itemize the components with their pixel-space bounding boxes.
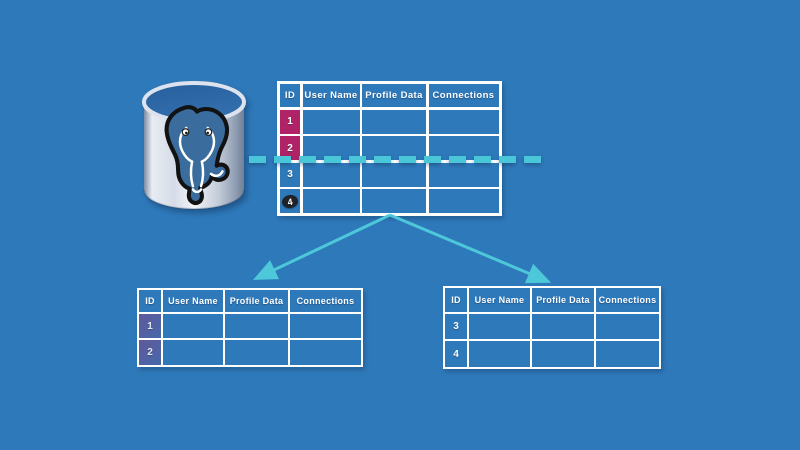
left-id-2-label: 2 xyxy=(147,347,153,358)
empty-cell xyxy=(428,109,499,134)
empty-cell xyxy=(290,314,361,338)
right-id-cell-3: 3 xyxy=(445,314,467,339)
shard-table-2: ID User Name Profile Data Connections 3 … xyxy=(443,286,661,369)
empty-cell xyxy=(302,109,360,134)
postgresql-database-icon xyxy=(142,81,246,210)
main-id-cell-2: 2 xyxy=(280,136,300,160)
empty-cell xyxy=(163,314,223,338)
empty-cell xyxy=(469,314,530,339)
left-id-cell-1: 1 xyxy=(139,314,161,338)
source-table: ID User Name Profile Data Connections 1 … xyxy=(277,81,502,216)
empty-cell xyxy=(290,340,361,365)
left-id-cell-2: 2 xyxy=(139,340,161,365)
main-id-cell-4: 4 xyxy=(280,189,300,213)
empty-cell xyxy=(532,341,594,367)
left-header-username: User Name xyxy=(163,290,223,312)
empty-cell xyxy=(163,340,223,365)
right-header-id: ID xyxy=(445,288,467,312)
partition-dashed-line-icon xyxy=(249,156,541,163)
shard-split-arrows-icon xyxy=(252,213,552,284)
left-header-id: ID xyxy=(139,290,161,312)
main-header-id: ID xyxy=(280,84,300,107)
right-header-profiledata: Profile Data xyxy=(532,288,594,312)
empty-cell xyxy=(362,109,426,134)
empty-cell xyxy=(302,162,360,187)
main-header-connections: Connections xyxy=(428,84,499,107)
empty-cell xyxy=(225,340,288,365)
empty-cell xyxy=(428,162,499,187)
main-id-cell-3: 3 xyxy=(280,162,300,187)
right-id-cell-4: 4 xyxy=(445,341,467,367)
empty-cell xyxy=(225,314,288,338)
shard-table-1: ID User Name Profile Data Connections 1 … xyxy=(137,288,363,367)
empty-cell xyxy=(596,314,659,339)
main-header-profiledata: Profile Data xyxy=(362,84,426,107)
empty-cell xyxy=(362,162,426,187)
empty-cell xyxy=(362,189,426,213)
empty-cell xyxy=(302,189,360,213)
empty-cell xyxy=(596,341,659,367)
left-header-profiledata: Profile Data xyxy=(225,290,288,312)
main-id-cell-1: 1 xyxy=(280,109,300,134)
main-header-username: User Name xyxy=(302,84,360,107)
left-id-1-label: 1 xyxy=(147,320,153,332)
postgresql-elephant-icon xyxy=(164,105,230,206)
row4-dark-badge: 4 xyxy=(280,193,300,209)
empty-cell xyxy=(428,189,499,213)
empty-cell xyxy=(532,314,594,339)
right-header-username: User Name xyxy=(469,288,530,312)
right-header-connections: Connections xyxy=(596,288,659,312)
left-header-connections: Connections xyxy=(290,290,361,312)
empty-cell xyxy=(469,341,530,367)
